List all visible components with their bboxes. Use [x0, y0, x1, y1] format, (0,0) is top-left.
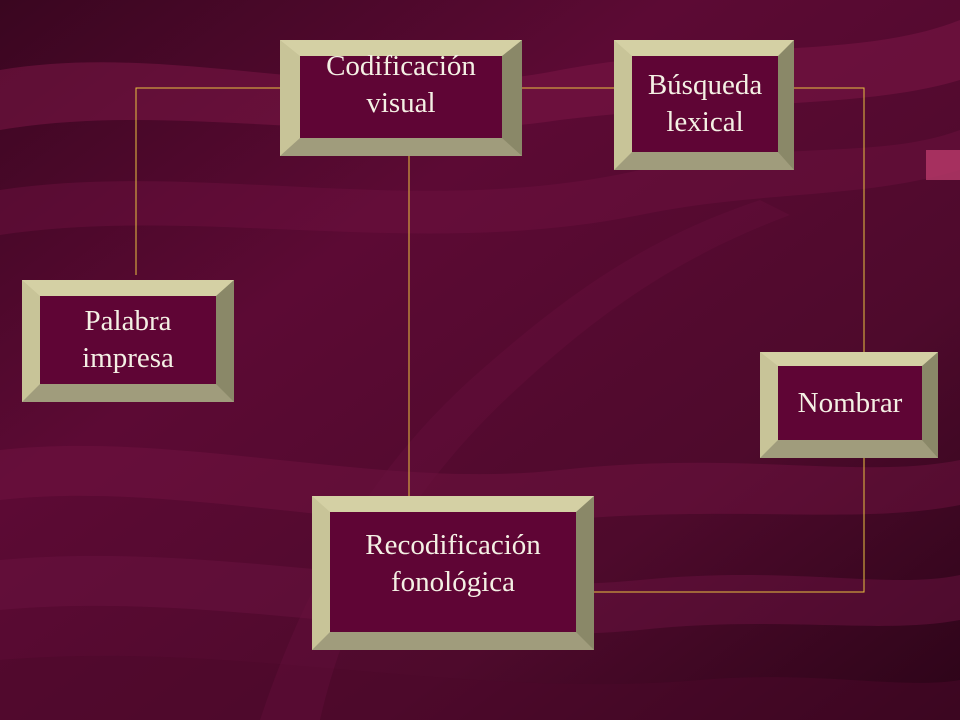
- node-label: Búsqueda lexical: [647, 69, 763, 138]
- node-label: Palabra impresa: [82, 305, 174, 374]
- node-codificacion-visual: Codificación visual: [280, 40, 522, 156]
- node-nombrar: Nombrar: [760, 352, 938, 458]
- node-palabra-impresa: Palabra impresa: [22, 280, 234, 402]
- node-label: Recodificación fonológica: [365, 529, 541, 598]
- node-label: Nombrar: [797, 386, 903, 419]
- node-recodificacion-fonologica: Recodificación fonológica: [312, 496, 594, 650]
- node-label: Codificación visual: [326, 50, 476, 119]
- node-busqueda-lexical: Búsqueda lexical: [614, 40, 794, 170]
